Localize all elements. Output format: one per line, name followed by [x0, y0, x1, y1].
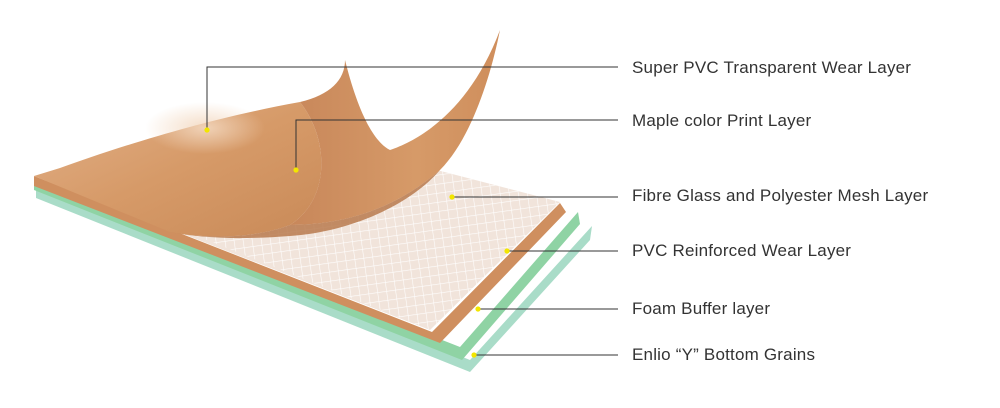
leader-dot-print: [293, 167, 299, 173]
leader-dot-bottom: [471, 352, 477, 358]
leader-dot-mesh: [449, 194, 455, 200]
label-pvc-layer: PVC Reinforced Wear Layer: [632, 241, 852, 260]
label-foam-layer: Foam Buffer layer: [632, 299, 771, 318]
peeled-wear-layer: [290, 30, 500, 225]
label-wear-layer: Super PVC Transparent Wear Layer: [632, 58, 912, 77]
leader-dot-wear: [204, 127, 210, 133]
leader-dot-pvc: [504, 248, 510, 254]
label-print-layer: Maple color Print Layer: [632, 111, 812, 130]
leader-dot-foam: [475, 306, 481, 312]
leader-lines: [204, 66, 618, 358]
leader-line-wear: [206, 66, 618, 130]
label-mesh-layer: Fibre Glass and Polyester Mesh Layer: [632, 186, 929, 205]
label-bottom-layer: Enlio “Y” Bottom Grains: [632, 345, 816, 364]
leader-line-print: [295, 119, 618, 170]
wear-layer-shine: [145, 102, 265, 154]
